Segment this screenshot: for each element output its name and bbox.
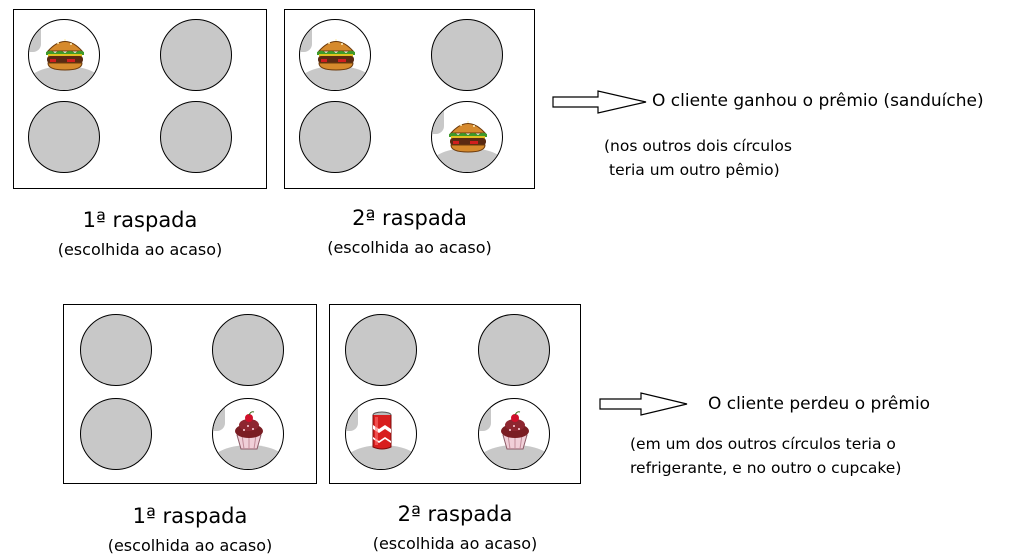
scratch-card-won-2 — [284, 9, 535, 189]
card-caption: 1ª raspada (escolhida ao acaso) — [13, 208, 267, 259]
cupcake-icon — [227, 409, 271, 453]
scratch-card-won-1 — [13, 9, 267, 189]
arrow-right-icon — [552, 90, 647, 114]
covered-spot — [80, 398, 152, 470]
covered-spot — [478, 314, 550, 386]
note-line: (nos outros dois círculos — [604, 137, 792, 155]
card-caption: 2ª raspada (escolhida ao acaso) — [329, 502, 581, 553]
covered-spot — [28, 101, 100, 173]
scratched-spot — [212, 398, 284, 470]
note-line: (em um dos outros círculos teria o — [630, 435, 896, 453]
covered-spot — [160, 101, 232, 173]
arrow-right-icon — [599, 392, 688, 416]
result-text-won: O cliente ganhou o prêmio (sanduíche) — [652, 91, 984, 111]
covered-spot — [212, 314, 284, 386]
hamburger-icon — [314, 30, 358, 74]
scratched-spot — [345, 398, 417, 470]
scratch-card-lost-1 — [63, 304, 317, 484]
note-lost: (em um dos outros círculos teria o refri… — [630, 432, 901, 480]
scratched-spot — [28, 19, 100, 91]
note-line: refrigerante, e no outro o cupcake) — [630, 459, 902, 477]
result-text-lost: O cliente perdeu o prêmio — [708, 394, 931, 414]
scratch-card-lost-2 — [329, 304, 581, 484]
caption-subtitle: (escolhida ao acaso) — [372, 534, 538, 553]
card-caption: 2ª raspada (escolhida ao acaso) — [284, 206, 535, 257]
soda-can-icon — [360, 409, 404, 453]
covered-spot — [345, 314, 417, 386]
scratched-spot — [431, 101, 503, 173]
scratched-spot — [299, 19, 371, 91]
scratched-spot — [478, 398, 550, 470]
covered-spot — [160, 19, 232, 91]
hamburger-icon — [43, 30, 87, 74]
covered-spot — [80, 314, 152, 386]
hamburger-icon — [446, 112, 490, 156]
caption-subtitle: (escolhida ao acaso) — [327, 238, 492, 257]
covered-spot — [431, 19, 503, 91]
covered-spot — [299, 101, 371, 173]
caption-title: 2ª raspada — [397, 502, 513, 526]
note-line: teria um outro pêmio) — [609, 161, 780, 179]
caption-title: 1ª raspada — [82, 208, 198, 232]
caption-subtitle: (escolhida ao acaso) — [107, 536, 273, 555]
card-caption: 1ª raspada (escolhida ao acaso) — [63, 504, 317, 555]
cupcake-icon — [493, 409, 537, 453]
caption-title: 1ª raspada — [132, 504, 248, 528]
note-won: (nos outros dois círculos teria um outro… — [604, 134, 792, 182]
caption-subtitle: (escolhida ao acaso) — [57, 240, 223, 259]
caption-title: 2ª raspada — [352, 206, 467, 230]
